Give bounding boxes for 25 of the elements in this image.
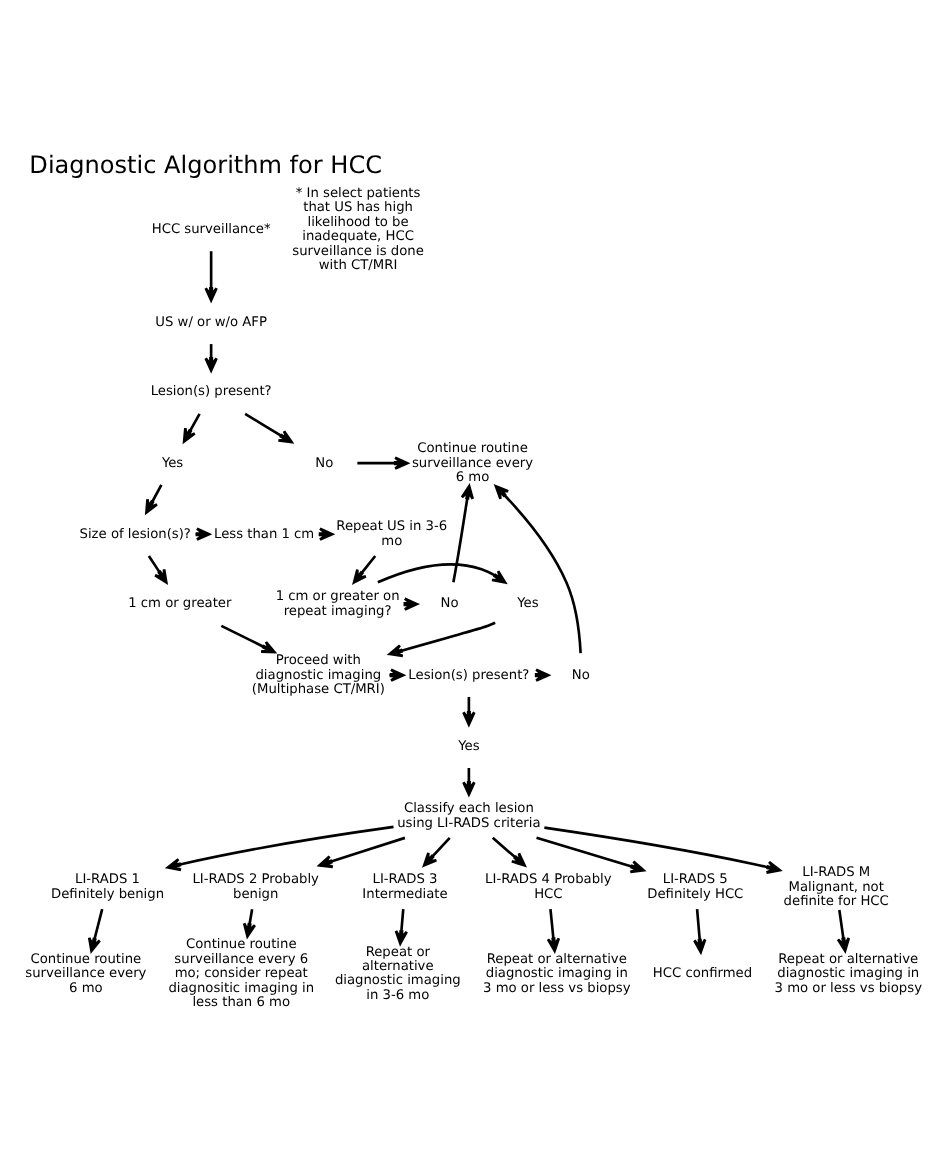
arrow (204, 250, 218, 301)
arrow (220, 623, 276, 653)
arrow (318, 835, 406, 868)
arrow (244, 411, 293, 443)
arrow (388, 620, 496, 657)
arrow (87, 907, 104, 952)
arrow (836, 908, 851, 952)
arrow (452, 483, 475, 582)
arrow (494, 484, 582, 653)
arrow (422, 835, 451, 866)
arrow (693, 908, 707, 953)
arrow (147, 554, 168, 583)
arrow (166, 824, 394, 871)
arrow (536, 835, 645, 873)
arrow (357, 455, 409, 469)
arrow (491, 835, 526, 866)
arrow (182, 412, 201, 442)
arrow (352, 554, 377, 583)
arrow (242, 907, 257, 937)
arrow (544, 825, 781, 873)
arrow (394, 908, 409, 944)
arrow (377, 562, 507, 583)
arrow (546, 908, 561, 952)
arrow (145, 483, 163, 513)
diagram-title: Diagnostic Algorithm for HCC (29, 149, 383, 178)
